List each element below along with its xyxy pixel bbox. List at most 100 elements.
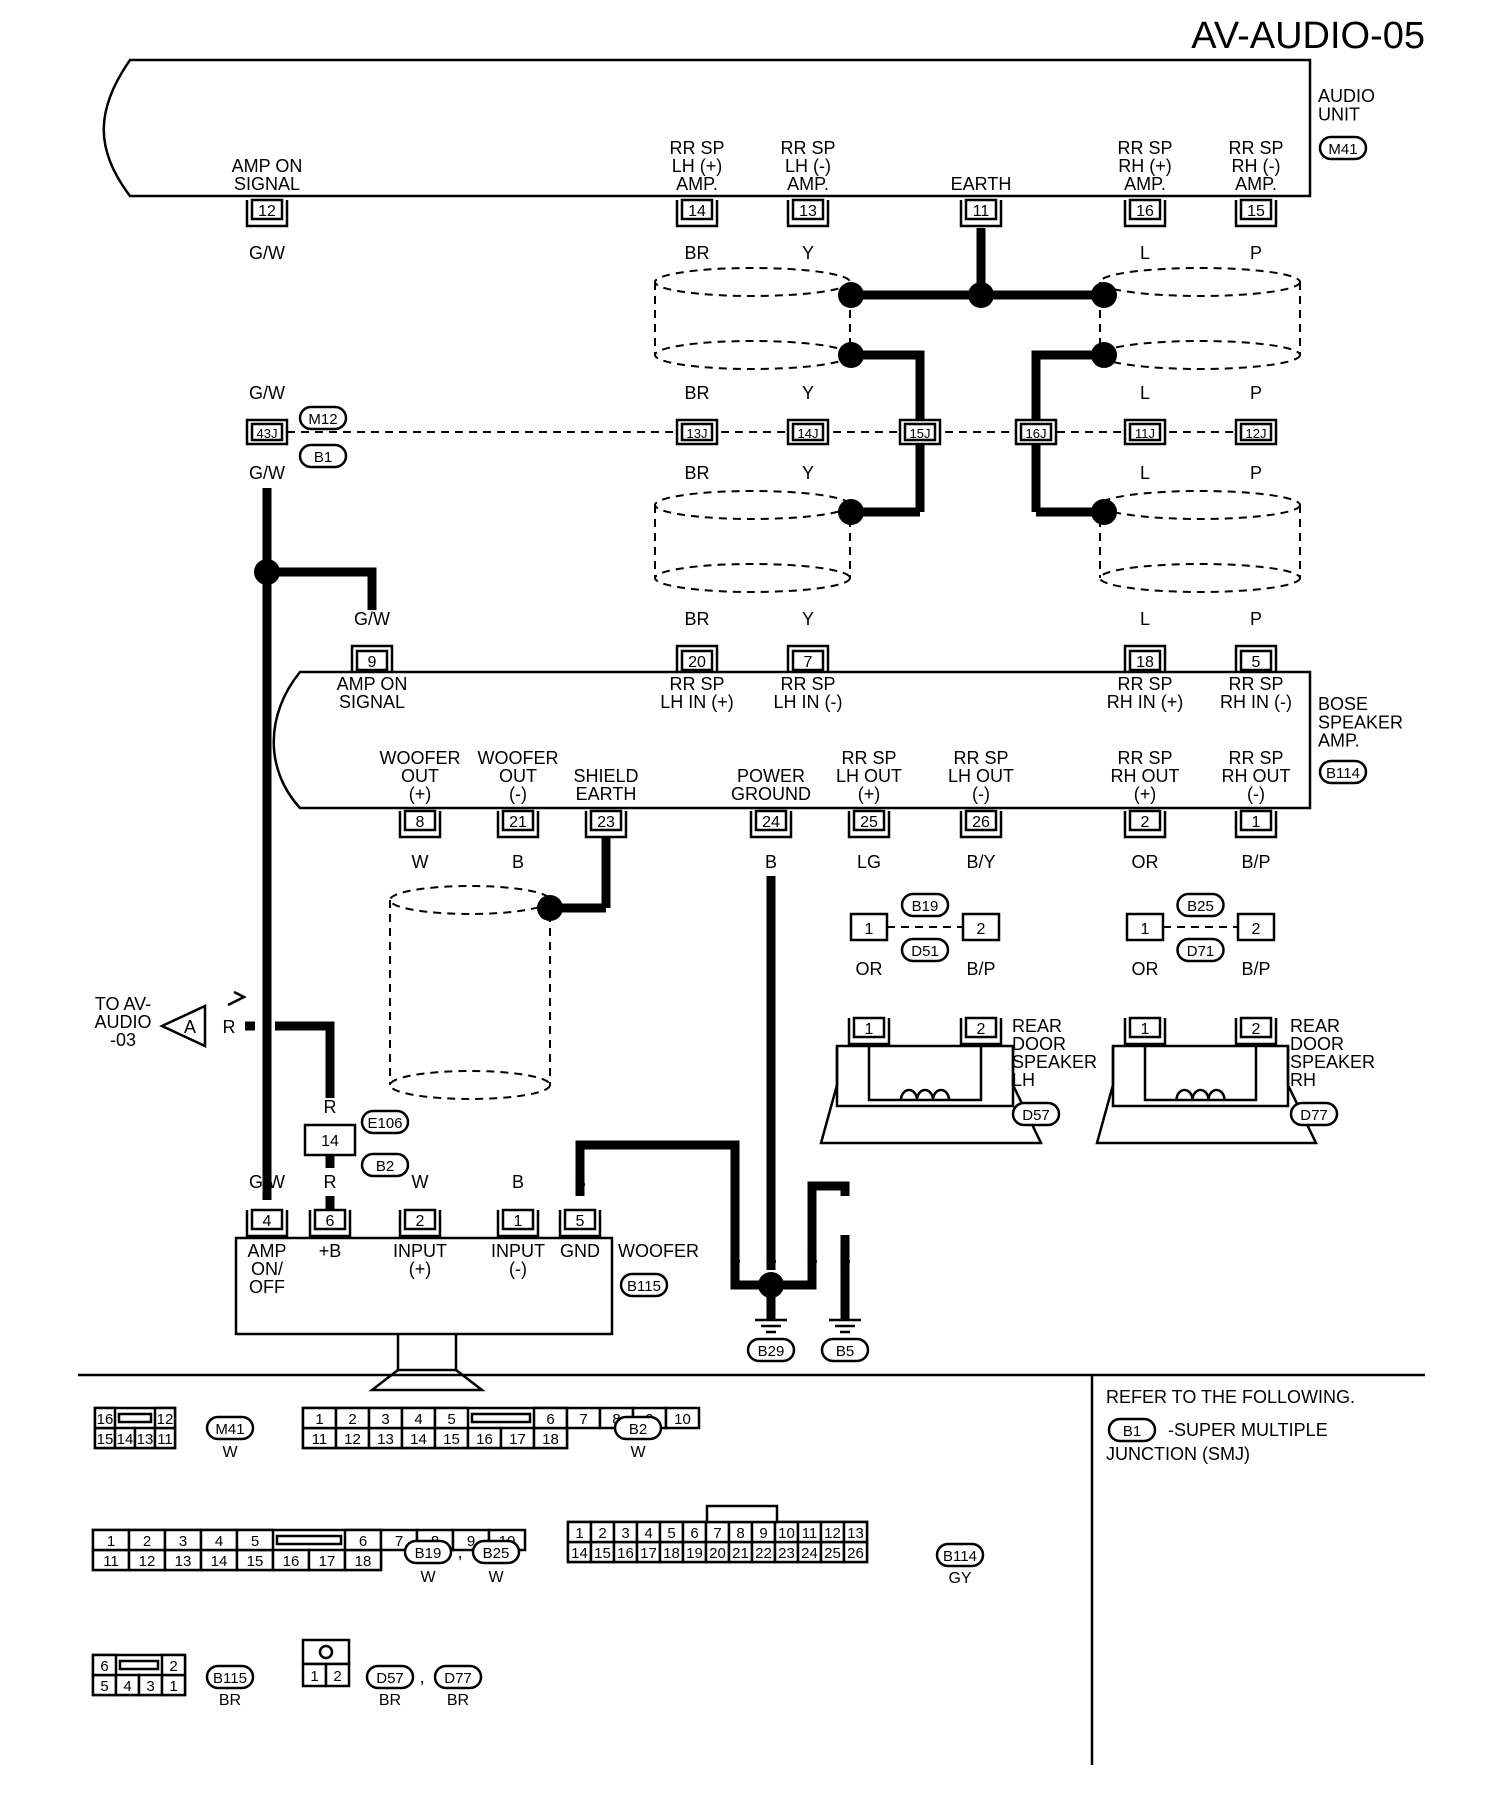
connector-cell — [91, 1653, 118, 1677]
connector-cell — [842, 1520, 869, 1544]
pin-box — [563, 1208, 597, 1231]
speaker-pin: 2 — [1252, 1021, 1261, 1038]
connector-pin: 10 — [778, 1525, 795, 1542]
connector-code-badge — [746, 1337, 796, 1363]
connector-code-badge — [1011, 1101, 1061, 1127]
wire-color: B — [765, 852, 777, 872]
pin-box — [1239, 649, 1273, 672]
connector-key — [117, 1412, 153, 1424]
pin-box — [1239, 809, 1273, 832]
audio-pin: 12 — [258, 203, 276, 220]
wire-color: LG — [857, 852, 881, 872]
connector-code-badge — [1176, 937, 1225, 963]
wire-color: L — [1140, 463, 1150, 483]
wire-color: Y — [802, 463, 814, 483]
connector-color: W — [420, 1569, 436, 1586]
connector-pin: 2 — [333, 1668, 341, 1685]
connector-pin: 12 — [824, 1525, 841, 1542]
amp-out-pin: 25 — [860, 814, 878, 831]
inline-pin-number: 2 — [1252, 921, 1261, 938]
connector-pin: 15 — [594, 1545, 611, 1562]
pin-socket — [1123, 200, 1167, 228]
inline-code: E106 — [367, 1115, 402, 1132]
inline-pin — [1125, 912, 1165, 942]
connector-pin: 17 — [640, 1545, 657, 1562]
drain-wire — [851, 350, 925, 420]
speaker-coil — [1175, 1088, 1226, 1101]
pin-box — [1239, 1016, 1273, 1039]
speaker-code: D57 — [1022, 1107, 1050, 1124]
amp-in-pin: 7 — [804, 654, 813, 671]
speaker-cone — [819, 1046, 1043, 1145]
connector-code-badge — [900, 892, 950, 918]
pin-box — [852, 809, 886, 832]
woofer-pin-label: +B — [319, 1241, 342, 1261]
wire-color: OR — [1132, 852, 1159, 872]
connector-code-badge — [1318, 759, 1368, 785]
connector-view-code: B2 — [629, 1421, 647, 1438]
connector-code-badge — [1176, 892, 1225, 918]
connector-pin: 3 — [381, 1411, 389, 1428]
inline-pin — [961, 912, 1001, 942]
connector-pin: 17 — [509, 1431, 526, 1448]
wire-color: OR — [856, 959, 883, 979]
connector-cell — [160, 1653, 187, 1677]
wire-color: B — [839, 1249, 851, 1269]
connector-pin: 5 — [447, 1411, 455, 1428]
junction-terminal-label: 13J — [687, 426, 708, 441]
woofer-body — [234, 1236, 614, 1336]
connector-pin: 8 — [736, 1525, 744, 1542]
connector-pin: 9 — [467, 1533, 475, 1550]
speaker-cone — [1095, 1046, 1318, 1145]
connector-pin: 23 — [778, 1545, 795, 1562]
connector-pin: 1 — [310, 1668, 318, 1685]
junction-code: B1 — [314, 449, 332, 466]
connector-pin: 15 — [97, 1431, 114, 1448]
connector-pin: 14 — [117, 1431, 134, 1448]
audio-pin: 13 — [799, 203, 817, 220]
bose-amp-code: B114 — [1326, 765, 1360, 782]
wire-color: W — [412, 1172, 429, 1192]
wire-color: B — [765, 1249, 777, 1269]
connector-key — [318, 1644, 334, 1660]
offpage-text: TO AV-AUDIO-03 — [94, 994, 151, 1050]
connector-pin: 8 — [612, 1411, 620, 1428]
connector-code-badge — [360, 1109, 410, 1135]
woofer-pin: 1 — [514, 1213, 523, 1230]
connector-code-badge — [433, 1664, 483, 1690]
pin-socket — [1234, 811, 1278, 839]
connector-pin: 3 — [146, 1678, 154, 1695]
connector-cell — [93, 1406, 117, 1430]
pin-box — [403, 1208, 437, 1231]
pin-box — [250, 1208, 284, 1231]
wire-color: B — [729, 1249, 741, 1269]
pin-socket — [245, 200, 289, 228]
shield-bottom — [654, 563, 851, 593]
woofer-name: WOOFER — [618, 1241, 699, 1261]
pin-socket — [1123, 1018, 1167, 1046]
junction-terminal-inner — [680, 422, 714, 442]
connector-code-badge — [820, 1337, 870, 1363]
note-text: -SUPER MULTIPLE — [1168, 1420, 1328, 1440]
wire-color: P — [1250, 463, 1262, 483]
pin-socket — [1123, 811, 1167, 839]
pin-socket — [959, 811, 1003, 839]
wire-color: G/W — [249, 463, 285, 483]
junction-terminal-inner — [1128, 422, 1162, 442]
ground-code: B29 — [758, 1343, 785, 1360]
connector-pin: 11 — [802, 1525, 818, 1542]
wire-color: B — [512, 852, 524, 872]
connector-code-badge — [403, 1539, 453, 1565]
wire-color: G/W — [249, 383, 285, 403]
woofer-pin-label: INPUT(-) — [491, 1241, 545, 1279]
pin-box — [680, 198, 714, 221]
connector-pin: 24 — [801, 1545, 818, 1562]
amp-in-pin: 9 — [368, 654, 377, 671]
